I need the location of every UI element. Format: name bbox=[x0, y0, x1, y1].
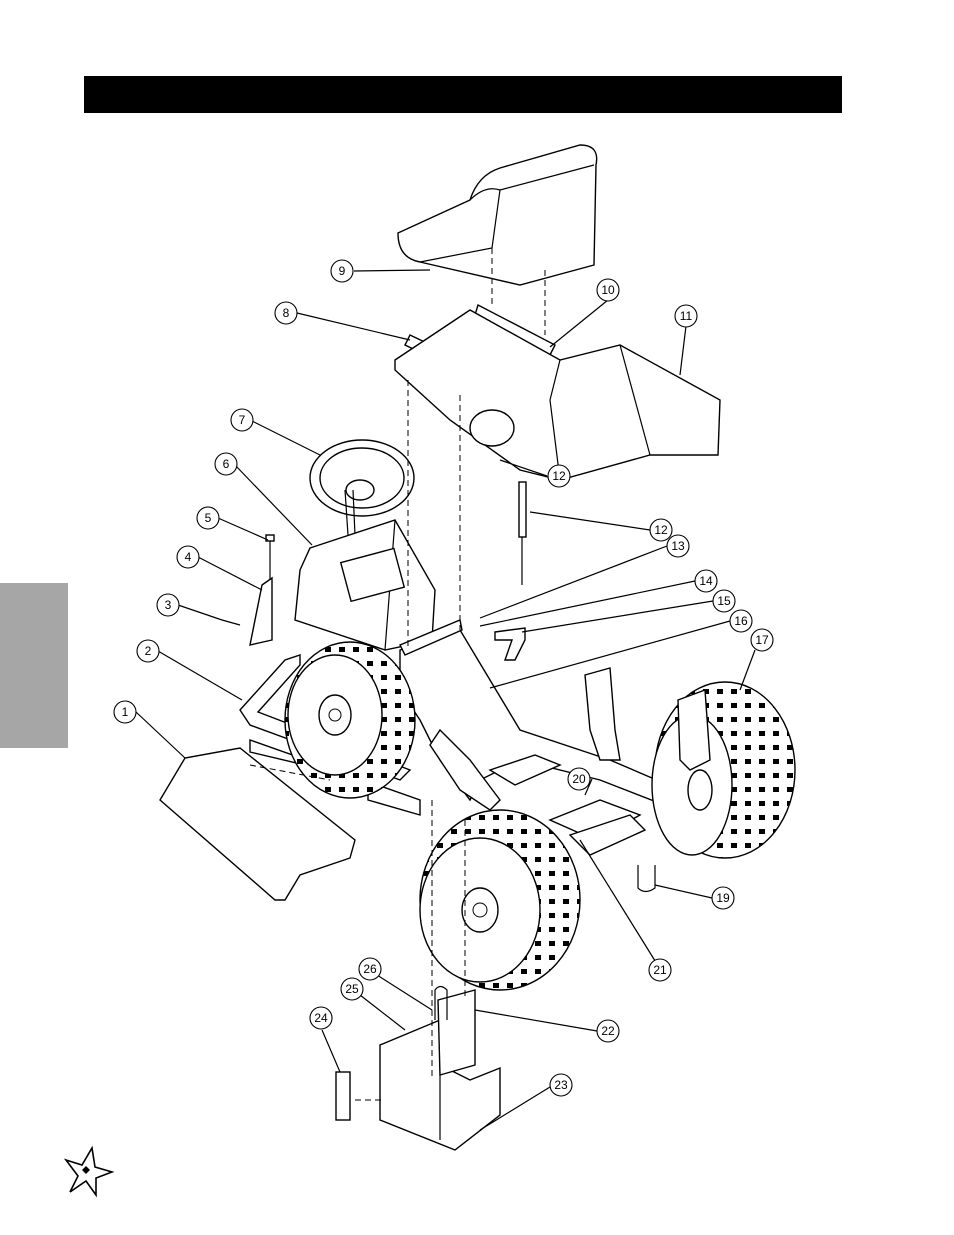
callout-12b: 12 bbox=[649, 518, 673, 542]
svg-text:2: 2 bbox=[145, 644, 152, 658]
callout-15: 15 bbox=[712, 589, 736, 613]
console bbox=[294, 519, 436, 651]
wheel-front-bottom bbox=[419, 809, 581, 991]
callout-17: 17 bbox=[750, 628, 774, 652]
svg-text:22: 22 bbox=[601, 1024, 615, 1038]
main-frame bbox=[399, 629, 702, 816]
callout-19: 19 bbox=[711, 886, 735, 910]
svg-text:19: 19 bbox=[716, 891, 730, 905]
svg-text:9: 9 bbox=[339, 264, 346, 278]
steering-bracket bbox=[221, 534, 275, 646]
callout-8: 8 bbox=[274, 301, 298, 325]
svg-text:13: 13 bbox=[671, 539, 685, 553]
mount-bracket bbox=[399, 619, 526, 661]
svg-text:12: 12 bbox=[654, 523, 668, 537]
side-tab bbox=[0, 583, 68, 748]
bumper-plate bbox=[159, 747, 356, 901]
svg-text:8: 8 bbox=[283, 306, 290, 320]
svg-text:11: 11 bbox=[680, 309, 693, 323]
svg-text:1: 1 bbox=[122, 705, 129, 719]
gas-spring bbox=[518, 481, 527, 585]
svg-text:14: 14 bbox=[699, 574, 713, 588]
callout-13: 13 bbox=[666, 534, 690, 558]
svg-text:20: 20 bbox=[572, 772, 586, 786]
callout-20: 20 bbox=[567, 767, 591, 791]
callout-11: 11 bbox=[674, 304, 698, 328]
header-bar bbox=[84, 76, 842, 113]
callout-1: 1 bbox=[113, 700, 137, 724]
svg-text:6: 6 bbox=[223, 457, 230, 471]
svg-text:21: 21 bbox=[653, 963, 667, 977]
callout-21: 21 bbox=[648, 958, 672, 982]
callout-3: 3 bbox=[156, 593, 180, 617]
svg-text:10: 10 bbox=[601, 283, 615, 297]
wheel-rear-right bbox=[651, 681, 796, 859]
svg-text:4: 4 bbox=[185, 550, 192, 564]
seat bbox=[397, 144, 598, 286]
wheel-front-left bbox=[284, 641, 416, 799]
rear-plates bbox=[488, 667, 711, 856]
star-logo bbox=[63, 1145, 115, 1198]
u-bolt bbox=[637, 865, 656, 893]
svg-text:12: 12 bbox=[552, 469, 566, 483]
svg-text:17: 17 bbox=[755, 633, 769, 647]
callout-7: 7 bbox=[230, 408, 254, 432]
callout-24: 24 bbox=[309, 1006, 333, 1030]
callout-16: 16 bbox=[729, 609, 753, 633]
svg-text:26: 26 bbox=[363, 962, 377, 976]
callout-10: 10 bbox=[596, 278, 620, 302]
svg-text:3: 3 bbox=[165, 598, 172, 612]
callout-5: 5 bbox=[196, 506, 220, 530]
fender-pan bbox=[394, 309, 721, 481]
svg-text:24: 24 bbox=[314, 1011, 328, 1025]
svg-text:5: 5 bbox=[205, 511, 212, 525]
svg-text:15: 15 bbox=[717, 594, 731, 608]
callout-4: 4 bbox=[176, 545, 200, 569]
steering-wheel bbox=[309, 439, 415, 536]
callout-9: 9 bbox=[330, 259, 354, 283]
svg-text:7: 7 bbox=[239, 413, 246, 427]
svg-text:16: 16 bbox=[734, 614, 748, 628]
callout-12a: 12 bbox=[547, 464, 571, 488]
callout-leaders bbox=[135, 269, 756, 1131]
svg-text:23: 23 bbox=[554, 1078, 568, 1092]
callout-23: 23 bbox=[549, 1073, 573, 1097]
assembly-lines bbox=[249, 248, 546, 1101]
callout-25: 25 bbox=[340, 977, 364, 1001]
callout-14: 14 bbox=[694, 569, 718, 593]
callout-2: 2 bbox=[136, 639, 160, 663]
callout-22: 22 bbox=[596, 1019, 620, 1043]
callout-6: 6 bbox=[214, 452, 238, 476]
svg-text:25: 25 bbox=[345, 982, 359, 996]
callout-26: 26 bbox=[358, 957, 382, 981]
bottom-bracket bbox=[335, 985, 501, 1151]
